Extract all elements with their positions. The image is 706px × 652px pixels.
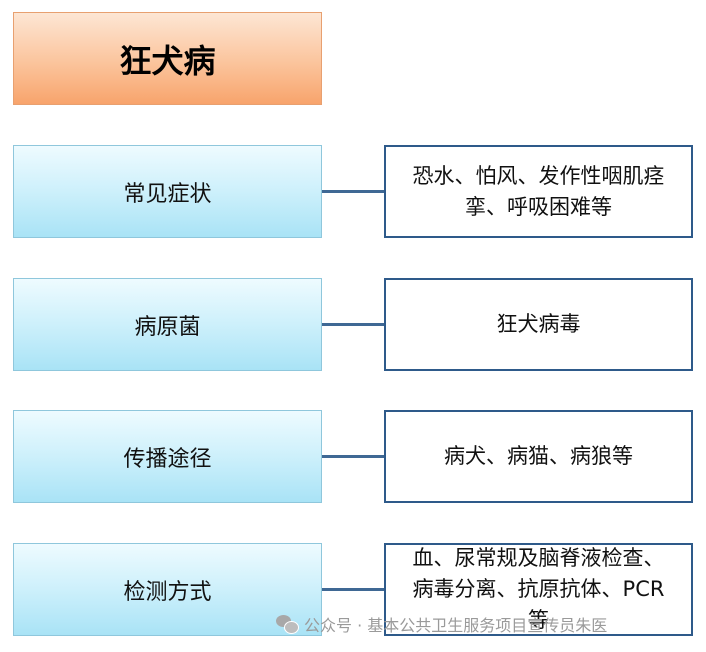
category-box-transmission: 传播途径: [13, 410, 322, 503]
info-line: 血、尿常规及脑脊液检查、: [412, 546, 665, 570]
info-box-symptoms: 恐水、怕风、发作性咽肌痉 挛、呼吸困难等: [384, 145, 693, 238]
category-label: 病原菌: [134, 314, 201, 340]
info-line: 狂犬病毒: [496, 312, 581, 336]
info-line: 挛、呼吸困难等: [465, 194, 612, 219]
category-box-detection: 检测方式: [13, 543, 322, 636]
category-label: 传播途径: [123, 446, 212, 472]
info-box-detection: 血、尿常规及脑脊液检查、 病毒分离、抗原抗体、PCR 等: [384, 543, 693, 636]
category-box-symptoms: 常见症状: [13, 145, 322, 238]
category-box-pathogen: 病原菌: [13, 278, 322, 371]
info-line: 病毒分离、抗原抗体、PCR: [412, 577, 665, 601]
title-box: 狂犬病: [13, 12, 322, 105]
info-line: 等: [528, 608, 549, 632]
watermark-text: 公众号 · 基本公共卫生服务项目宣传员朱医: [304, 616, 608, 635]
wechat-icon: [276, 615, 299, 634]
info-line: 病犬、病猫、病狼等: [444, 444, 633, 468]
category-label: 检测方式: [123, 579, 212, 605]
connector-line: [322, 323, 384, 326]
category-label: 常见症状: [123, 181, 212, 207]
info-line: 恐水、怕风、发作性咽肌痉: [412, 163, 665, 188]
info-box-transmission: 病犬、病猫、病狼等: [384, 410, 693, 503]
connector-line: [322, 588, 384, 591]
connector-line: [322, 455, 384, 458]
connector-line: [322, 190, 384, 193]
info-box-pathogen: 狂犬病毒: [384, 278, 693, 371]
title-text: 狂犬病: [119, 41, 216, 80]
watermark: 公众号 · 基本公共卫生服务项目宣传员朱医: [276, 612, 607, 636]
